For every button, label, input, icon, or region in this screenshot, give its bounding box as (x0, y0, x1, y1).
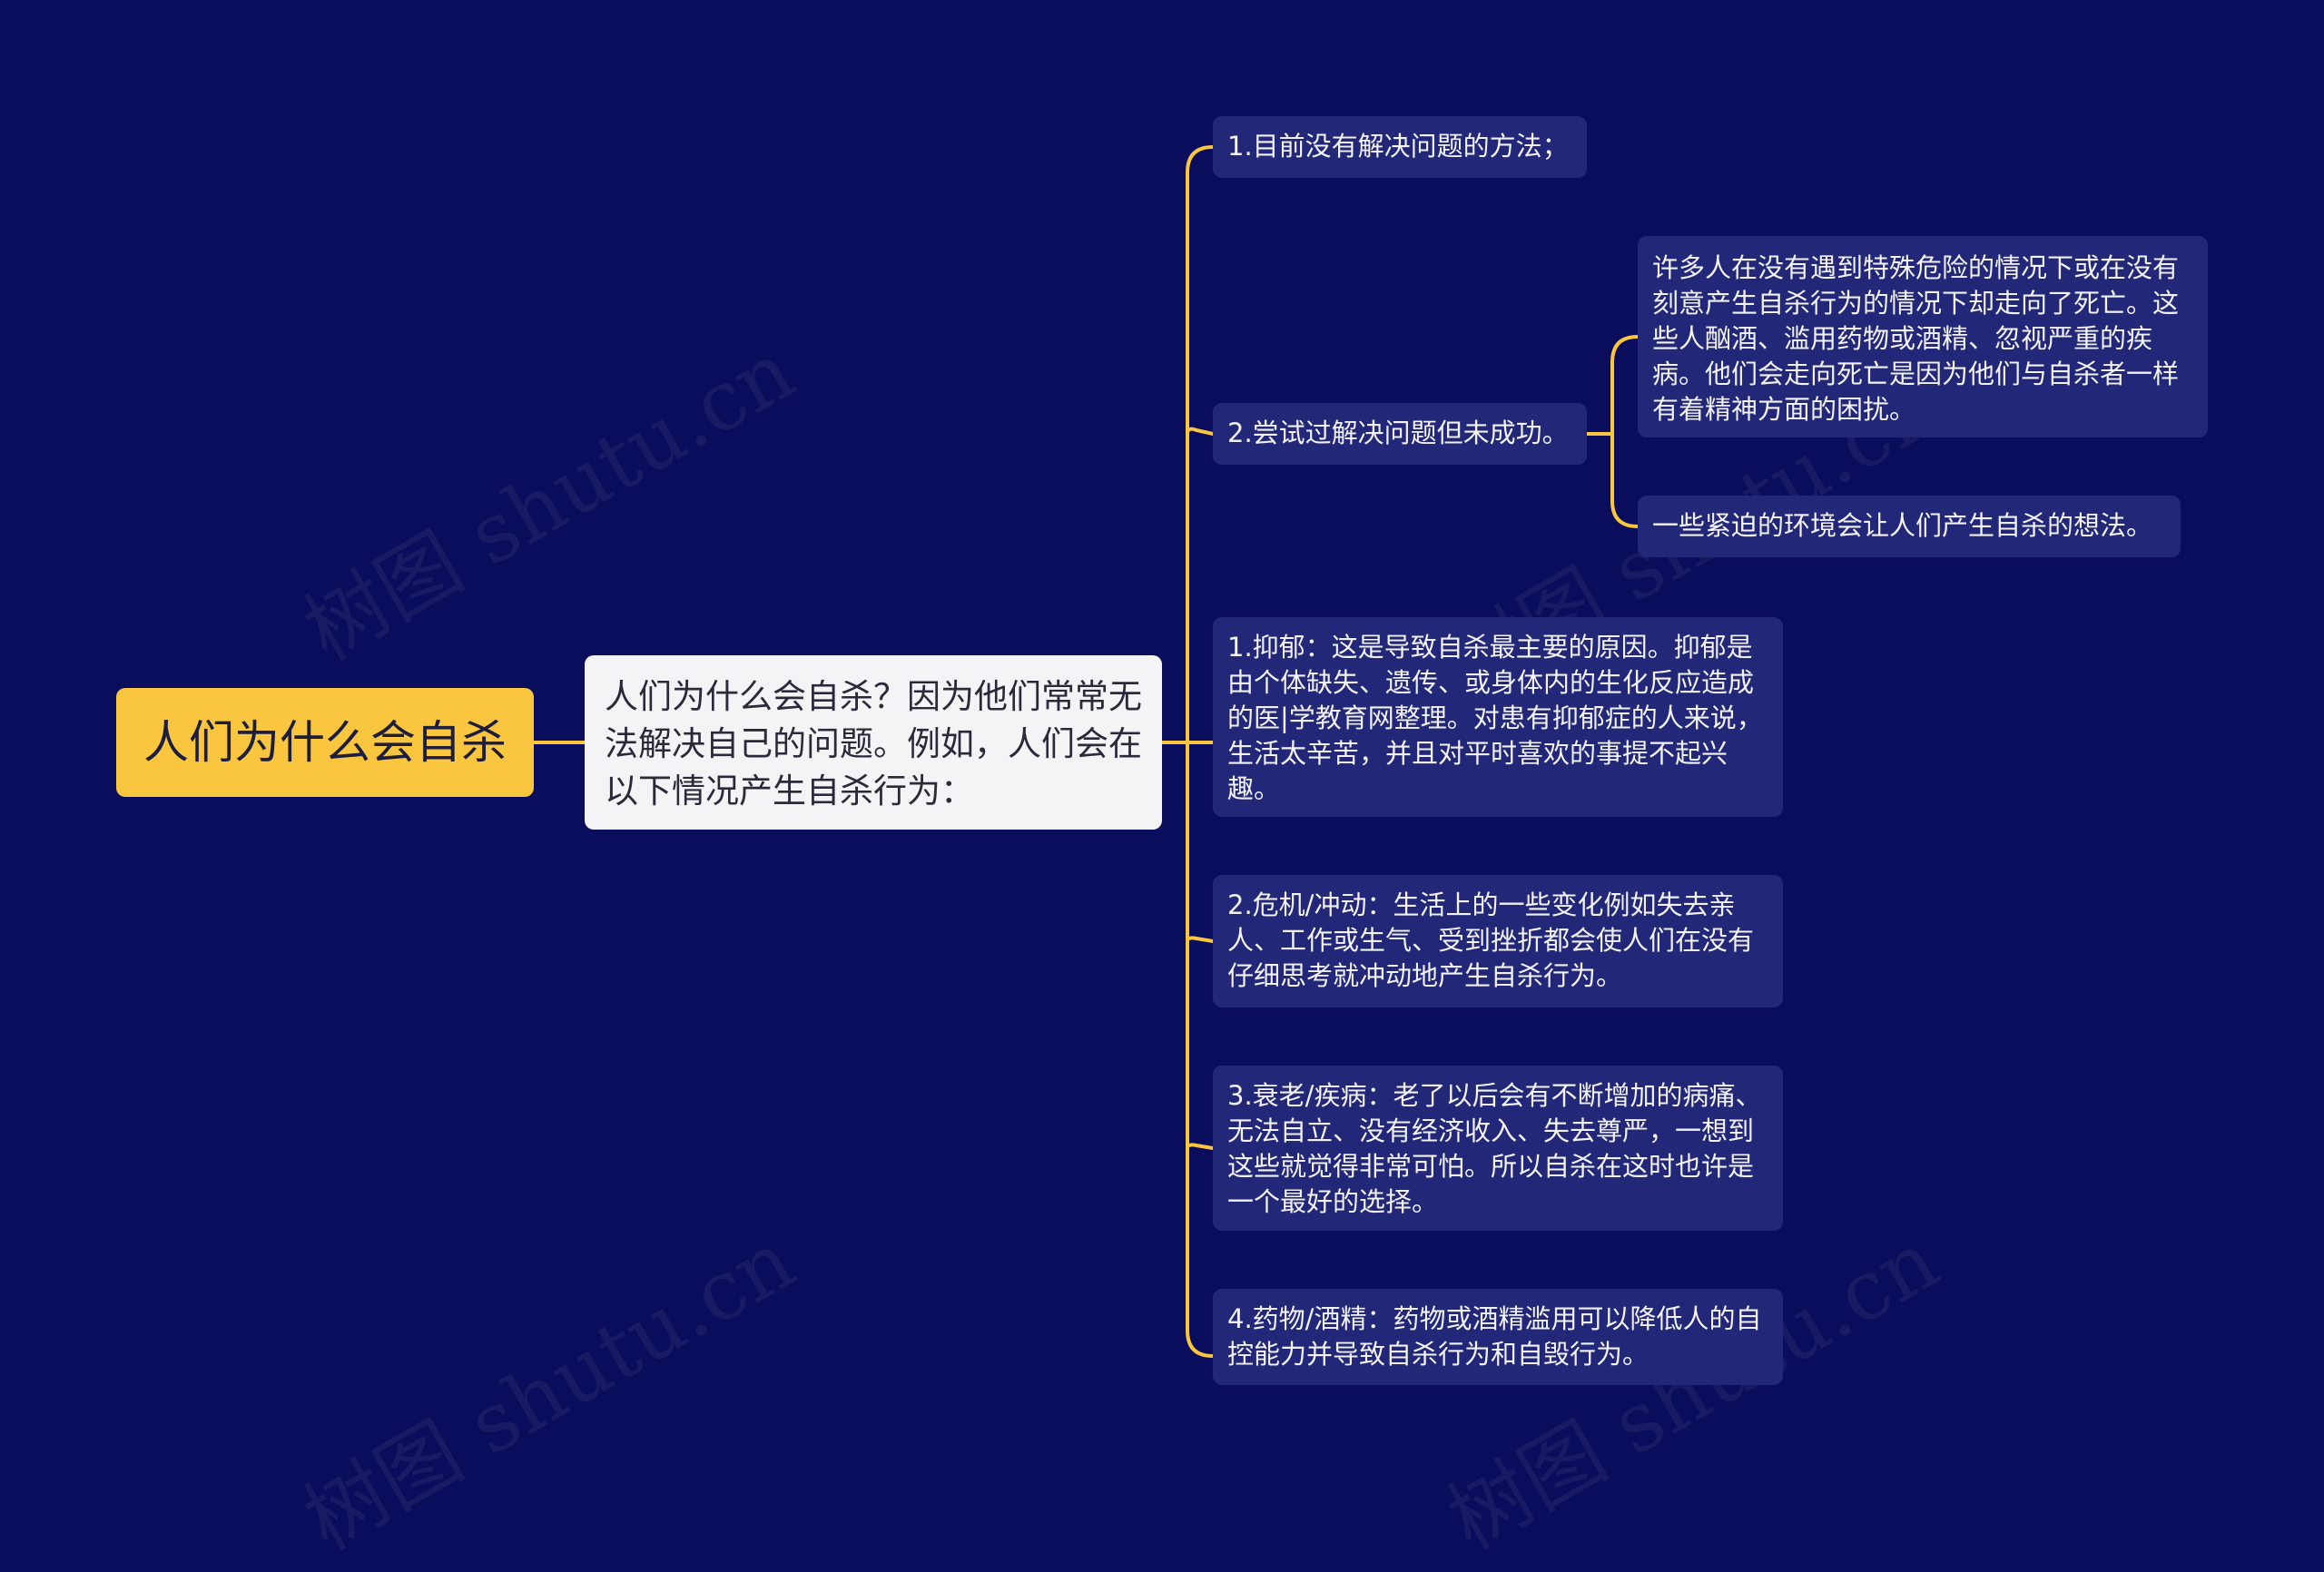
connector-branch-5 (1186, 1143, 1215, 1150)
sub-branch-node[interactable]: 一些紧迫的环境会让人们产生自杀的想法。 (1638, 496, 2181, 557)
branch-node[interactable]: 2.尝试过解决问题但未成功。 (1213, 403, 1587, 465)
central-topic[interactable]: 人们为什么会自杀？因为他们常常无法解决自己的问题。例如，人们会在以下情况产生自杀… (585, 655, 1162, 830)
connector-branch-4 (1186, 936, 1215, 943)
branch-node[interactable]: 2.危机/冲动：生活上的一些变化例如失去亲人、工作或生气、受到挫折都会使人们在没… (1213, 875, 1783, 1007)
branch-node[interactable]: 1.目前没有解决问题的方法； (1213, 116, 1587, 178)
branch-node[interactable]: 1.抑郁：这是导致自杀最主要的原因。抑郁是由个体缺失、遗传、或身体内的生化反应造… (1213, 617, 1783, 817)
connector-branch2-fork (1610, 335, 1640, 528)
connector-lines (532, 145, 1640, 1358)
branch-node[interactable]: 3.衰老/疾病：老了以后会有不断增加的病痛、无法自立、没有经济收入、失去尊严，一… (1213, 1066, 1783, 1231)
connector-trunk (1186, 145, 1215, 1358)
mindmap-canvas: 树图 shutu.cn 树图 shutu.cn 树图 shutu.cn 树图 s… (116, 116, 2208, 1568)
connector-branch-2 (1186, 427, 1215, 436)
root-topic[interactable]: 人们为什么会自杀 (116, 688, 534, 797)
branch-node[interactable]: 4.药物/酒精：药物或酒精滥用可以降低人的自控能力并导致自杀行为和自毁行为。 (1213, 1289, 1783, 1385)
sub-branch-node[interactable]: 许多人在没有遇到特殊危险的情况下或在没有刻意产生自杀行为的情况下却走向了死亡。这… (1638, 236, 2208, 437)
